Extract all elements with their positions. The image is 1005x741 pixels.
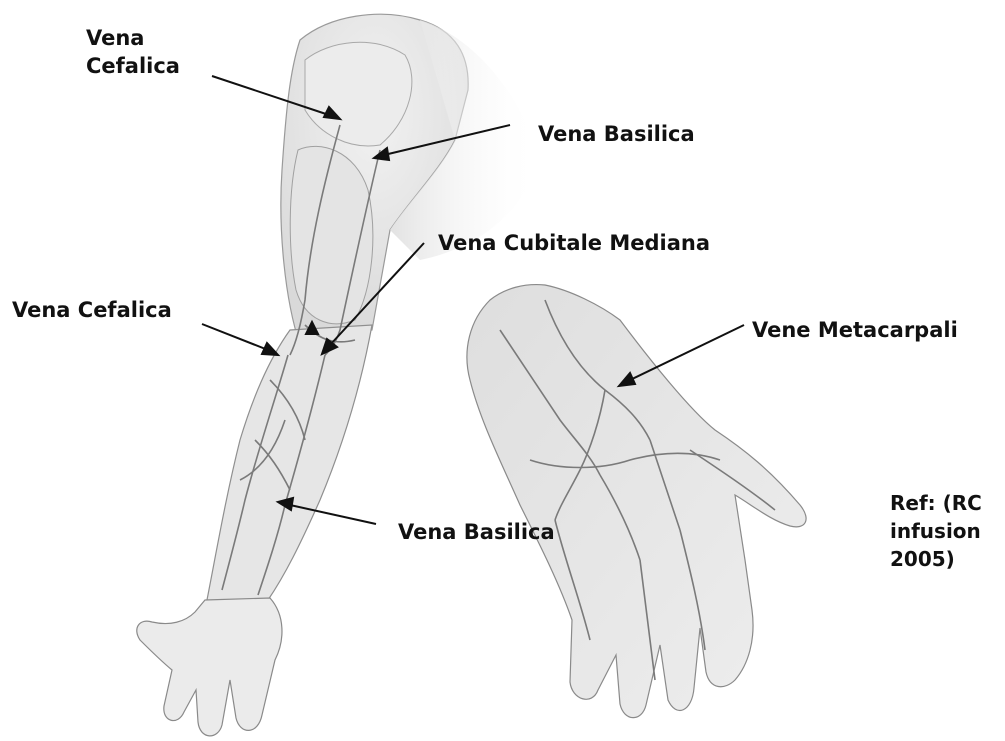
label-vena-cefalica-upper: Vena Cefalica [86,24,180,80]
label-vena-basilica-lower: Vena Basilica [398,518,555,546]
label-vena-cubitale-mediana: Vena Cubitale Mediana [438,229,710,257]
label-vena-cefalica-lower: Vena Cefalica [12,296,172,324]
reference-line3: 2005) [890,545,982,573]
reference-line2: infusion [890,517,982,545]
arrow-metacarpali [630,325,744,380]
reference-note: Ref: (RC infusion 2005) [890,489,982,573]
forearm-shape [205,325,372,610]
label-vena-basilica-upper: Vena Basilica [538,120,695,148]
reference-line1: Ref: (RC [890,489,982,517]
label-vena-cefalica-upper-line2: Cefalica [86,52,180,80]
label-vena-cefalica-upper-line1: Vena [86,24,180,52]
label-vene-metacarpali: Vene Metacarpali [752,316,958,344]
right-hand-shape [467,285,806,718]
left-hand-shape [137,598,282,736]
arrow-cefalica-lower [202,324,268,350]
